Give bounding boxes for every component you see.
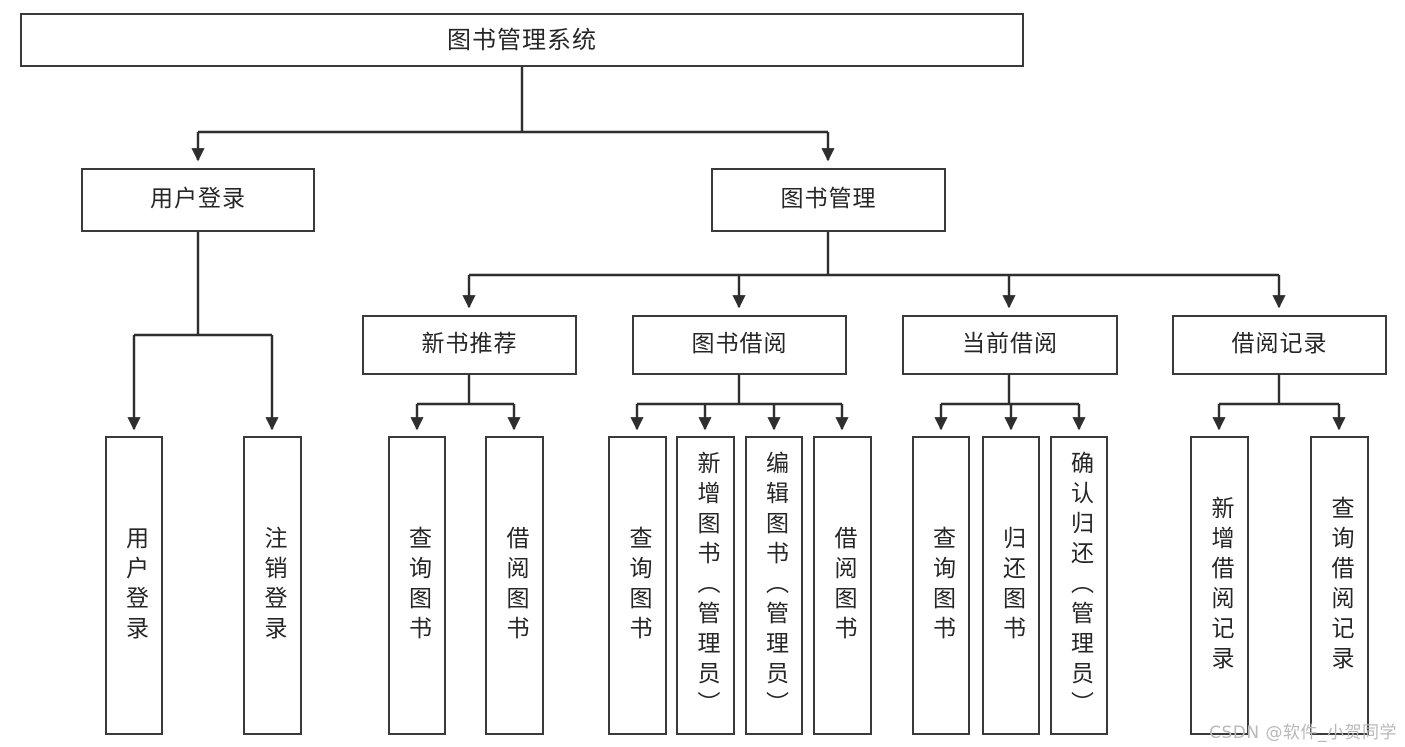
leaf-user-login[interactable]: 用户登录 xyxy=(105,436,163,735)
leaf-add-borrow-record-label: 新增借阅记录 xyxy=(1207,495,1233,676)
leaf-return-book[interactable]: 归还图书 xyxy=(982,436,1040,735)
leaf-query-book-recommend-label: 查询图书 xyxy=(404,525,431,646)
leaf-logout[interactable]: 注销登录 xyxy=(243,436,302,735)
leaf-query-borrow-record-label: 查询借阅记录 xyxy=(1327,495,1353,676)
leaf-query-book-recommend[interactable]: 查询图书 xyxy=(388,436,446,735)
leaf-query-borrow-record[interactable]: 查询借阅记录 xyxy=(1310,436,1369,735)
leaf-confirm-return-admin[interactable]: 确认归还（管理员） xyxy=(1050,436,1108,735)
leaf-borrow-book-recommend[interactable]: 借阅图书 xyxy=(485,436,544,735)
leaf-logout-label: 注销登录 xyxy=(260,525,286,646)
node-book-management-label: 图书管理 xyxy=(780,186,877,213)
node-user-login[interactable]: 用户登录 xyxy=(81,168,315,232)
leaf-borrow-book-recommend-label: 借阅图书 xyxy=(502,525,528,646)
node-user-login-label: 用户登录 xyxy=(150,186,246,213)
leaf-borrow-book-label: 借阅图书 xyxy=(830,525,856,646)
node-borrow-record-label: 借阅记录 xyxy=(1231,331,1328,358)
node-borrow-record[interactable]: 借阅记录 xyxy=(1172,315,1387,375)
leaf-borrow-book[interactable]: 借阅图书 xyxy=(813,436,872,735)
node-book-borrow-label: 图书借阅 xyxy=(691,331,788,358)
leaf-query-book-current-label: 查询图书 xyxy=(928,525,955,646)
node-book-management[interactable]: 图书管理 xyxy=(711,168,946,232)
leaf-query-book-borrow[interactable]: 查询图书 xyxy=(608,436,667,735)
leaf-add-borrow-record[interactable]: 新增借阅记录 xyxy=(1190,436,1249,735)
node-current-borrow-label: 当前借阅 xyxy=(962,331,1058,358)
node-new-book-recommend[interactable]: 新书推荐 xyxy=(362,315,577,375)
leaf-add-book-admin-label: 新增图书（管理员） xyxy=(693,450,719,721)
node-new-book-recommend-label: 新书推荐 xyxy=(421,331,518,358)
leaf-confirm-return-admin-label: 确认归还（管理员） xyxy=(1066,450,1093,721)
leaf-edit-book-admin[interactable]: 编辑图书（管理员） xyxy=(745,436,803,735)
csdn-watermark: CSDN @软件_小贺同学 xyxy=(1209,723,1397,743)
leaf-query-book-borrow-label: 查询图书 xyxy=(625,525,651,646)
node-book-borrow[interactable]: 图书借阅 xyxy=(632,315,847,375)
leaf-query-book-current[interactable]: 查询图书 xyxy=(912,436,970,735)
node-current-borrow[interactable]: 当前借阅 xyxy=(902,315,1118,375)
leaf-edit-book-admin-label: 编辑图书（管理员） xyxy=(761,450,788,721)
node-root-label: 图书管理系统 xyxy=(447,25,597,54)
leaf-user-login-label: 用户登录 xyxy=(121,525,148,646)
leaf-return-book-label: 归还图书 xyxy=(998,525,1025,646)
leaf-add-book-admin[interactable]: 新增图书（管理员） xyxy=(676,436,735,735)
node-root[interactable]: 图书管理系统 xyxy=(20,13,1024,67)
